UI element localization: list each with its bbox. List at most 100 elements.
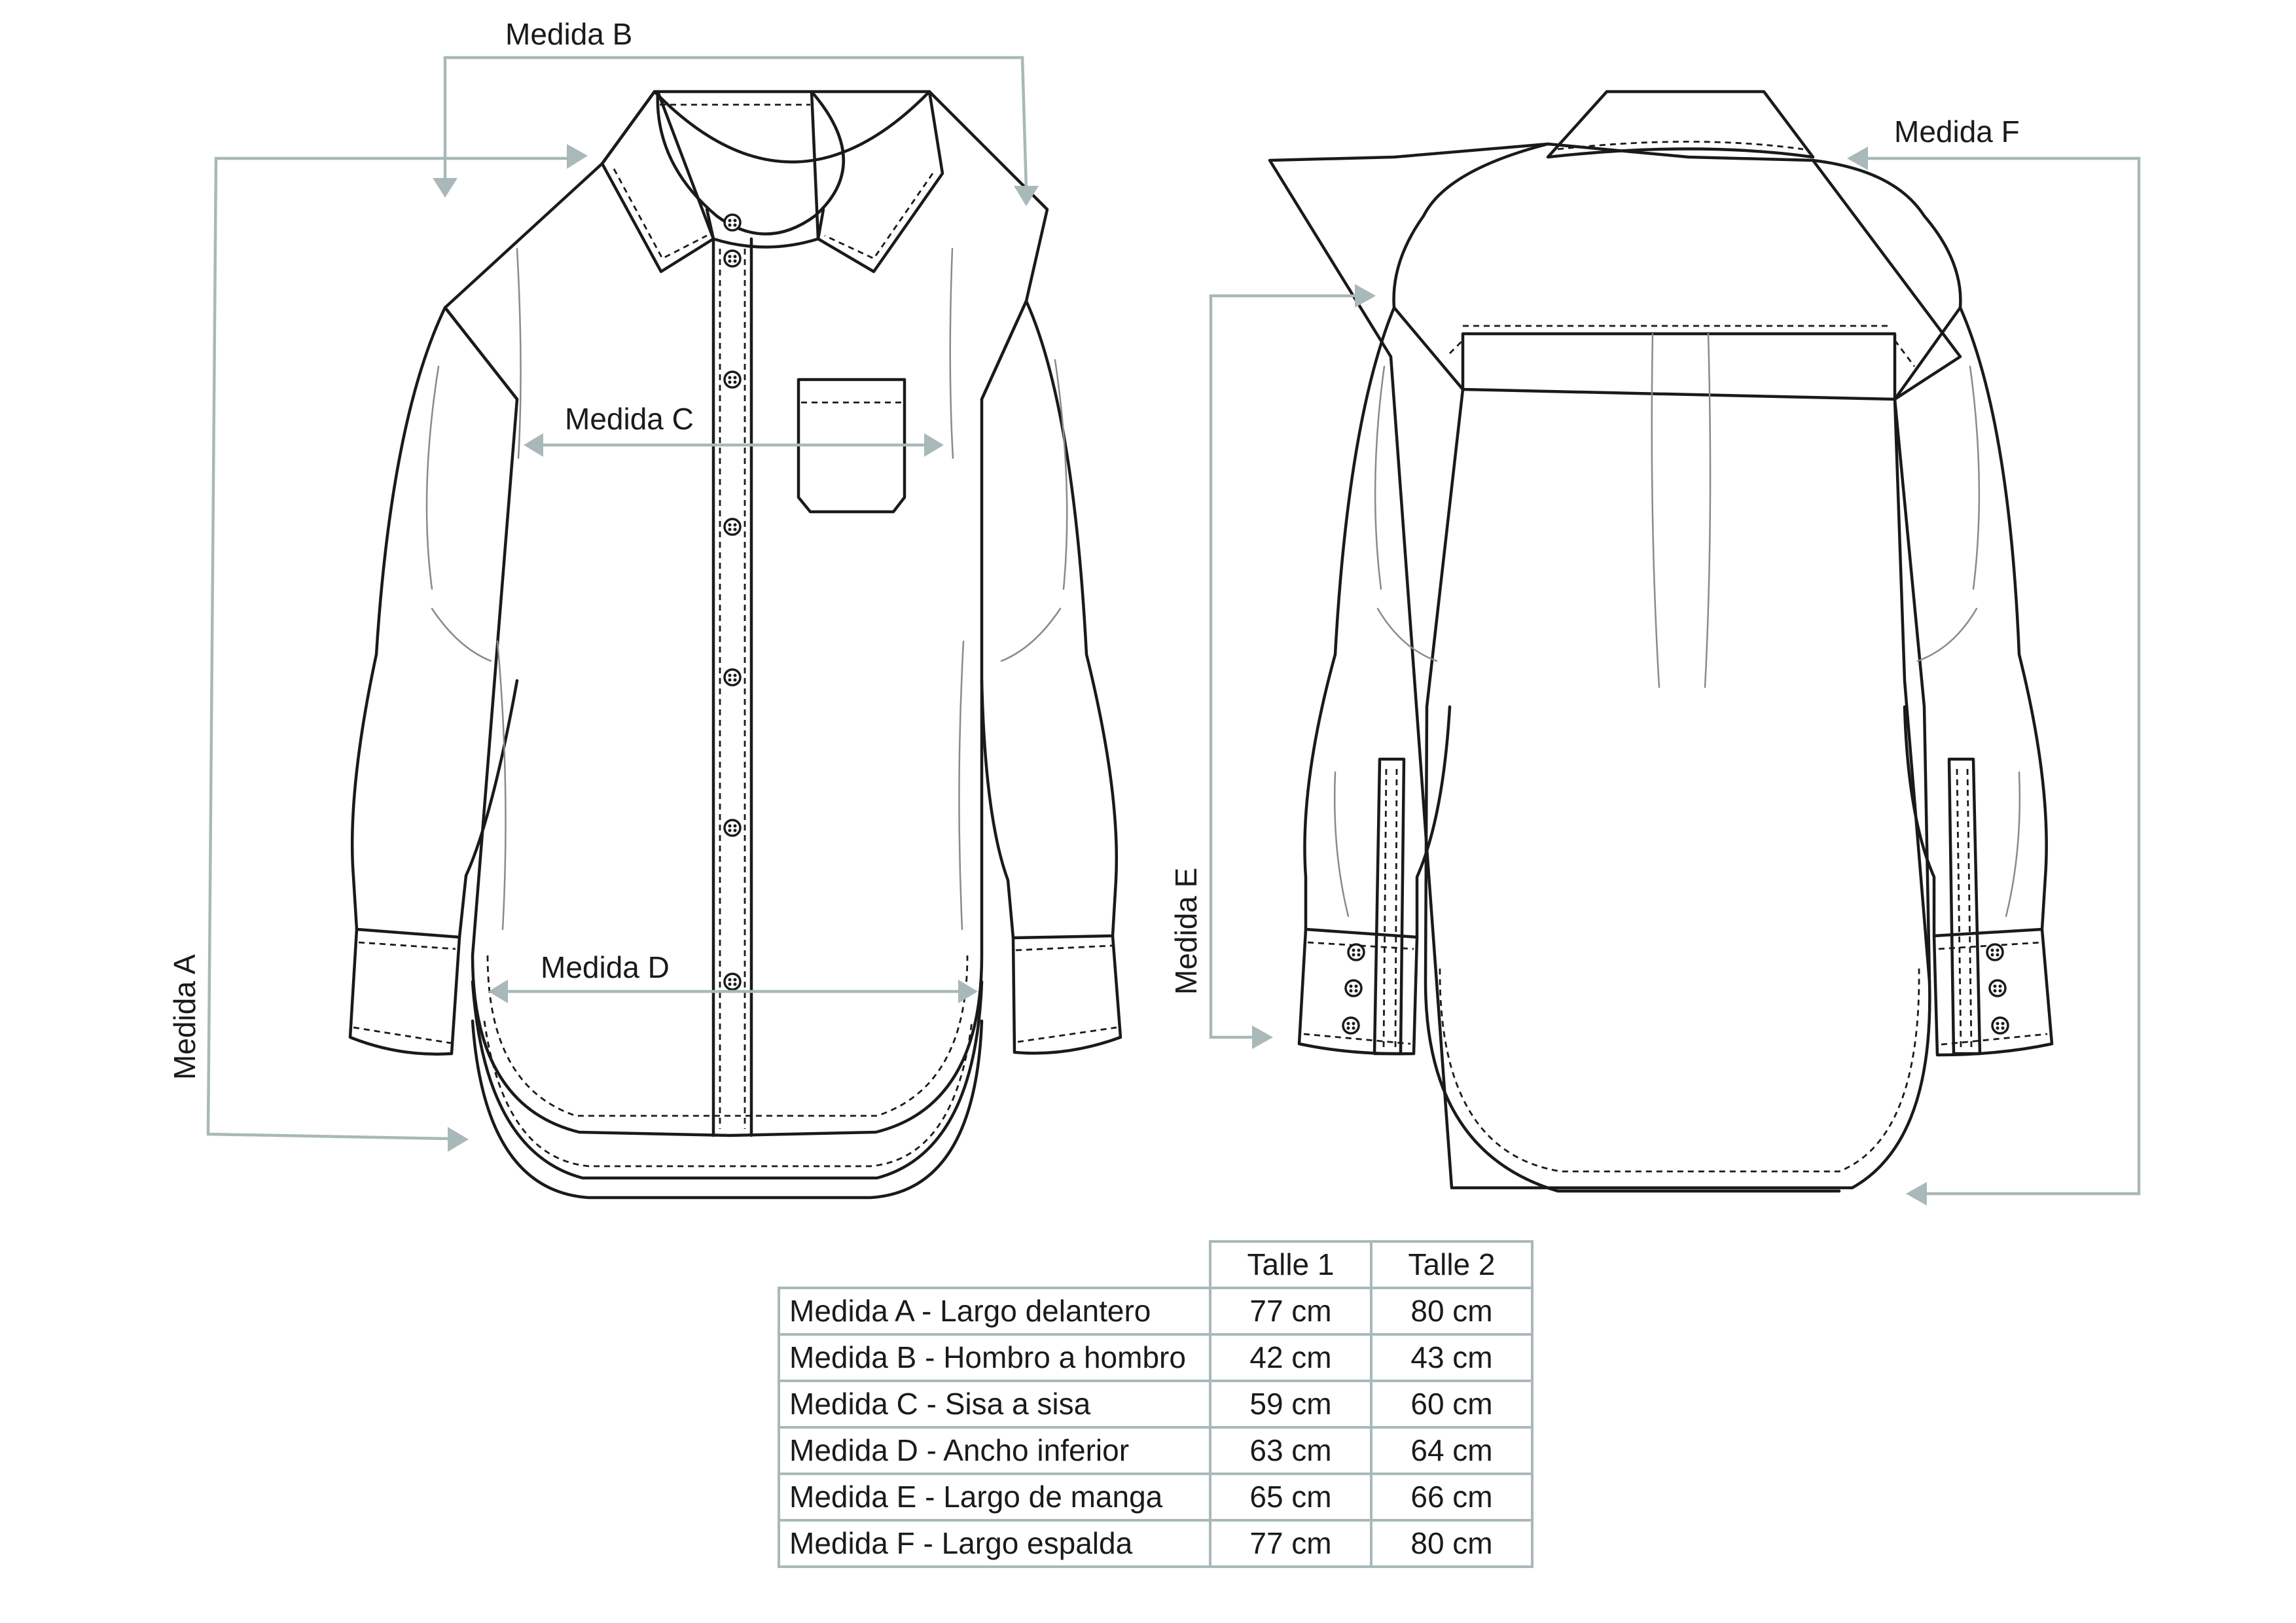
front-back-hem-outer [471,1019,984,1200]
arrow-icon [1847,147,1868,170]
back-cuff-left [1297,927,1419,1056]
row-talle-1: 59 cm [1209,1380,1372,1429]
arrow-icon [924,433,944,457]
back-body-left [1424,387,1841,1193]
back-sleeve-right [1903,306,2048,938]
arrow-icon [1252,1026,1273,1049]
row-talle-1: 63 cm [1209,1426,1372,1475]
front-body-folds [496,247,965,931]
measurement-b: Medida B [433,17,1039,206]
back-yoke-stitch [1449,325,1916,367]
measurement-e: Medida E [1169,284,1376,1049]
label-medida-d: Medida D [541,950,670,984]
size-table: Talle 1 Talle 2 Medida A - Largo delante… [778,1240,1534,1568]
button-icon [1347,943,1365,961]
front-cuff-right-stitch [1015,944,1117,1043]
row-label: Medida C - Sisa a sisa [778,1380,1211,1429]
button-icon [723,249,742,268]
back-hem-stitch [1439,968,1920,1173]
back-cuff-right-stitch [1938,941,2048,1046]
label-medida-a: Medida A [168,954,202,1080]
table-row: Medida B - Hombro a hombro 42 cm 43 cm [778,1333,1534,1382]
back-collar-stitch [1557,141,1804,151]
back-sleeve-left [1303,306,1452,939]
front-armhole-right [980,299,1028,401]
front-body-outline [443,90,1049,1137]
row-talle-2: 43 cm [1370,1333,1534,1382]
back-collar [1546,90,1815,159]
row-label: Medida B - Hombro a hombro [778,1333,1211,1382]
front-neck-band [705,207,825,249]
row-talle-2: 64 cm [1370,1426,1534,1475]
back-yoke [1461,332,1897,401]
row-talle-1: 77 cm [1209,1287,1372,1336]
button-icon [1991,1016,2009,1035]
arrow-icon [958,980,978,1003]
back-body-right [1893,397,1931,984]
arrow-icon [524,433,543,457]
row-label: Medida E - Largo de manga [778,1472,1211,1522]
table-row: Medida A - Largo delantero 77 cm 80 cm [778,1287,1534,1336]
measurement-f: Medida F [1847,115,2141,1205]
table-row: Medida E - Largo de manga 65 cm 66 cm [778,1472,1534,1522]
front-sleeve-left [350,306,519,939]
label-medida-e: Medida E [1169,868,1203,995]
front-armhole-left [443,306,519,401]
label-medida-f: Medida F [1894,115,2020,149]
row-talle-1: 77 cm [1209,1519,1372,1568]
button-icon [723,972,742,991]
button-icon [723,819,742,837]
row-label: Medida D - Ancho inferior [778,1426,1211,1475]
button-icon [1344,979,1363,997]
row-talle-2: 66 cm [1370,1472,1534,1522]
back-placket-left [1372,757,1406,1056]
front-back-hem [471,980,984,1180]
back-pleat [1651,332,1712,688]
button-icon [1986,943,2004,961]
row-talle-2: 80 cm [1370,1519,1534,1568]
table-row: Medida C - Sisa a sisa 59 cm 60 cm [778,1380,1534,1429]
table-row: Medida D - Ancho inferior 63 cm 64 cm [778,1426,1534,1475]
table-header-row: Talle 1 Talle 2 [779,1240,1534,1289]
button-icon [723,370,742,389]
back-placket-left-stitch [1382,768,1398,1048]
back-shoulders [1392,142,1962,401]
arrow-icon [448,1127,469,1152]
front-cuff-left [348,927,461,1056]
front-back-hem-stitch [483,1020,973,1168]
front-sleeve-right [980,299,1119,940]
front-cuff-right [1011,934,1122,1055]
row-label: Medida A - Largo delantero [778,1287,1211,1336]
front-placket-stitch [719,249,746,1129]
arrow-icon [1355,284,1376,308]
row-talle-1: 42 cm [1209,1333,1372,1382]
front-placket [711,237,753,1137]
button-icon [1342,1016,1360,1035]
arrow-icon [1014,186,1039,206]
front-collar-left [600,90,715,274]
measurement-d: Medida D [488,950,978,1003]
shirt-front-view [348,90,1122,1200]
row-talle-2: 60 cm [1370,1380,1534,1429]
arrow-icon [567,144,588,169]
button-icon [1988,979,2007,997]
front-pocket [797,378,906,514]
table-header-talle-2: Talle 2 [1370,1240,1534,1289]
arrow-icon [1906,1182,1927,1205]
back-cuff-buttons [1342,943,2009,1035]
back-body-outline [1268,142,1962,1190]
arrow-icon [488,980,508,1003]
back-sleeve-folds [1333,365,2021,918]
button-icon [723,668,742,687]
front-collar-band [656,90,845,236]
row-label: Medida F - Largo espalda [778,1519,1211,1568]
back-placket-right [1947,757,1982,1056]
row-talle-2: 80 cm [1370,1287,1534,1336]
back-cuff-right [1932,927,2054,1057]
row-talle-1: 65 cm [1209,1472,1372,1522]
button-icon [723,518,742,536]
front-cuff-left-stitch [353,941,456,1044]
measurement-c: Medida C [524,402,944,457]
table-row: Medida F - Largo espalda 77 cm 80 cm [778,1519,1534,1568]
